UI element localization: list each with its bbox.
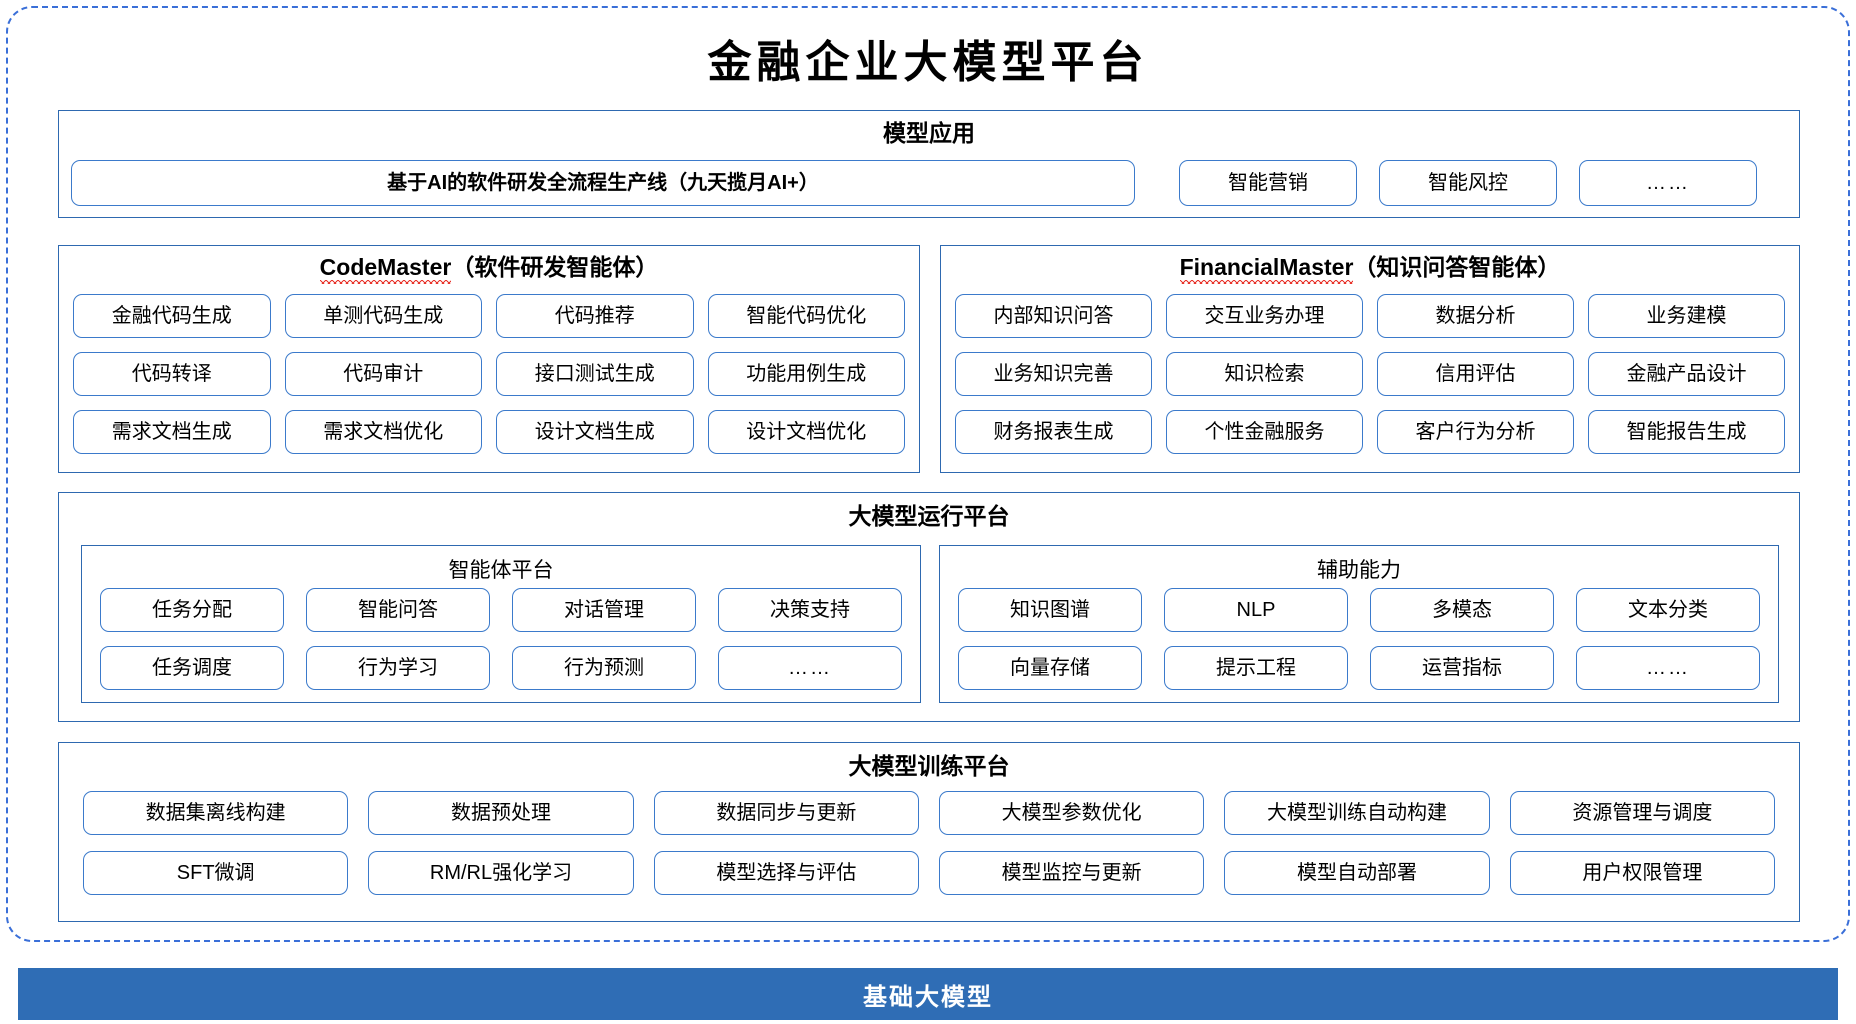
chip-agent-1[interactable]: 智能问答	[306, 588, 490, 632]
chip-fin-0[interactable]: 内部知识问答	[955, 294, 1152, 338]
chip-code-0[interactable]: 金融代码生成	[73, 294, 271, 338]
chip-aux-1[interactable]: NLP	[1164, 588, 1348, 632]
chip-fin-7[interactable]: 金融产品设计	[1588, 352, 1785, 396]
chip-code-10[interactable]: 设计文档生成	[496, 410, 694, 454]
chip-code-8[interactable]: 需求文档生成	[73, 410, 271, 454]
chip-code-11[interactable]: 设计文档优化	[707, 410, 905, 454]
panel-run-platform: 大模型运行平台 智能体平台 任务分配 智能问答 对话管理 决策支持 任务调度 行…	[58, 492, 1800, 722]
chip-code-6[interactable]: 接口测试生成	[496, 352, 694, 396]
auxiliary-grid: 知识图谱 NLP 多模态 文本分类 向量存储 提示工程 运营指标 ……	[958, 588, 1760, 690]
subpanel-title-auxiliary-capability: 辅助能力	[1317, 559, 1401, 582]
page-title: 金融企业大模型平台	[707, 37, 1149, 88]
chip-fin-2[interactable]: 数据分析	[1377, 294, 1574, 338]
chip-intelligent-marketing[interactable]: 智能营销	[1179, 160, 1357, 206]
chip-code-3[interactable]: 智能代码优化	[707, 294, 905, 338]
chip-fin-10[interactable]: 客户行为分析	[1377, 410, 1574, 454]
chip-intelligent-risk-control[interactable]: 智能风控	[1379, 160, 1557, 206]
panel-title-code-master: CodeMaster（软件研发智能体）	[59, 254, 919, 284]
chip-agent-0[interactable]: 任务分配	[100, 588, 284, 632]
train-platform-grid: 数据集离线构建 数据预处理 数据同步与更新 大模型参数优化 大模型训练自动构建 …	[83, 791, 1775, 895]
chip-agent-6[interactable]: 行为预测	[512, 646, 696, 690]
chip-fin-5[interactable]: 知识检索	[1166, 352, 1363, 396]
panel-title-run-platform: 大模型运行平台	[848, 503, 1010, 529]
chip-code-4[interactable]: 代码转译	[73, 352, 271, 396]
chip-code-9[interactable]: 需求文档优化	[284, 410, 482, 454]
code-master-title-cn: （软件研发智能体）	[451, 254, 659, 280]
chip-agent-2[interactable]: 对话管理	[512, 588, 696, 632]
agent-platform-grid: 任务分配 智能问答 对话管理 决策支持 任务调度 行为学习 行为预测 ……	[100, 588, 902, 690]
subpanel-auxiliary-capability: 辅助能力 知识图谱 NLP 多模态 文本分类 向量存储 提示工程 运营指标 ……	[939, 545, 1779, 703]
chip-train-6[interactable]: SFT微调	[83, 851, 349, 895]
chip-fin-9[interactable]: 个性金融服务	[1166, 410, 1363, 454]
chip-train-4[interactable]: 大模型训练自动构建	[1224, 791, 1490, 835]
panel-title-train-platform: 大模型训练平台	[848, 753, 1010, 779]
chip-agent-7[interactable]: ……	[718, 646, 902, 690]
chip-aux-7[interactable]: ……	[1576, 646, 1760, 690]
panel-train-platform: 大模型训练平台 数据集离线构建 数据预处理 数据同步与更新 大模型参数优化 大模…	[58, 742, 1800, 922]
code-master-title-en: CodeMaster	[319, 254, 452, 284]
chip-agent-4[interactable]: 任务调度	[100, 646, 284, 690]
chip-agent-3[interactable]: 决策支持	[718, 588, 902, 632]
panel-model-application: 模型应用 基于AI的软件研发全流程生产线（九天揽月AI+） 智能营销 智能风控 …	[58, 110, 1800, 218]
chip-train-1[interactable]: 数据预处理	[368, 791, 634, 835]
model-application-row: 基于AI的软件研发全流程生产线（九天揽月AI+） 智能营销 智能风控 ……	[71, 160, 1787, 206]
chip-train-5[interactable]: 资源管理与调度	[1509, 791, 1775, 835]
panel-code-master: CodeMaster（软件研发智能体） 金融代码生成 单测代码生成 代码推荐 智…	[58, 245, 920, 473]
chip-agent-5[interactable]: 行为学习	[306, 646, 490, 690]
chip-ai-software-pipeline[interactable]: 基于AI的软件研发全流程生产线（九天揽月AI+）	[71, 160, 1135, 206]
chip-code-5[interactable]: 代码审计	[284, 352, 482, 396]
chip-train-7[interactable]: RM/RL强化学习	[368, 851, 634, 895]
chip-code-1[interactable]: 单测代码生成	[284, 294, 482, 338]
financial-master-grid: 内部知识问答 交互业务办理 数据分析 业务建模 业务知识完善 知识检索 信用评估…	[955, 294, 1785, 454]
chip-code-2[interactable]: 代码推荐	[496, 294, 694, 338]
chip-fin-4[interactable]: 业务知识完善	[955, 352, 1152, 396]
chip-train-8[interactable]: 模型选择与评估	[653, 851, 919, 895]
chip-aux-6[interactable]: 运营指标	[1370, 646, 1554, 690]
chip-fin-6[interactable]: 信用评估	[1377, 352, 1574, 396]
subpanel-agent-platform: 智能体平台 任务分配 智能问答 对话管理 决策支持 任务调度 行为学习 行为预测…	[81, 545, 921, 703]
chip-train-11[interactable]: 用户权限管理	[1509, 851, 1775, 895]
foundation-model-bar: 基础大模型	[18, 968, 1838, 1020]
chip-aux-5[interactable]: 提示工程	[1164, 646, 1348, 690]
chip-aux-4[interactable]: 向量存储	[958, 646, 1142, 690]
foundation-model-label: 基础大模型	[863, 983, 993, 1011]
chip-aux-3[interactable]: 文本分类	[1576, 588, 1760, 632]
subpanel-title-agent-platform: 智能体平台	[448, 559, 554, 582]
code-master-grid: 金融代码生成 单测代码生成 代码推荐 智能代码优化 代码转译 代码审计 接口测试…	[73, 294, 905, 454]
panel-financial-master: FinancialMaster（知识问答智能体） 内部知识问答 交互业务办理 数…	[940, 245, 1800, 473]
financial-master-title-cn: （知识问答智能体）	[1353, 254, 1561, 280]
chip-train-2[interactable]: 数据同步与更新	[653, 791, 919, 835]
financial-master-title-en: FinancialMaster	[1179, 254, 1354, 284]
chip-fin-8[interactable]: 财务报表生成	[955, 410, 1152, 454]
chip-code-7[interactable]: 功能用例生成	[707, 352, 905, 396]
chip-train-3[interactable]: 大模型参数优化	[939, 791, 1205, 835]
chip-train-0[interactable]: 数据集离线构建	[83, 791, 349, 835]
chip-fin-3[interactable]: 业务建模	[1588, 294, 1785, 338]
panel-title-financial-master: FinancialMaster（知识问答智能体）	[941, 254, 1799, 284]
chip-train-10[interactable]: 模型自动部署	[1224, 851, 1490, 895]
chip-more-ellipsis[interactable]: ……	[1579, 160, 1757, 206]
chip-train-9[interactable]: 模型监控与更新	[939, 851, 1205, 895]
chip-fin-11[interactable]: 智能报告生成	[1588, 410, 1785, 454]
chip-fin-1[interactable]: 交互业务办理	[1166, 294, 1363, 338]
panel-title-model-application: 模型应用	[883, 120, 975, 146]
chip-aux-2[interactable]: 多模态	[1370, 588, 1554, 632]
chip-aux-0[interactable]: 知识图谱	[958, 588, 1142, 632]
